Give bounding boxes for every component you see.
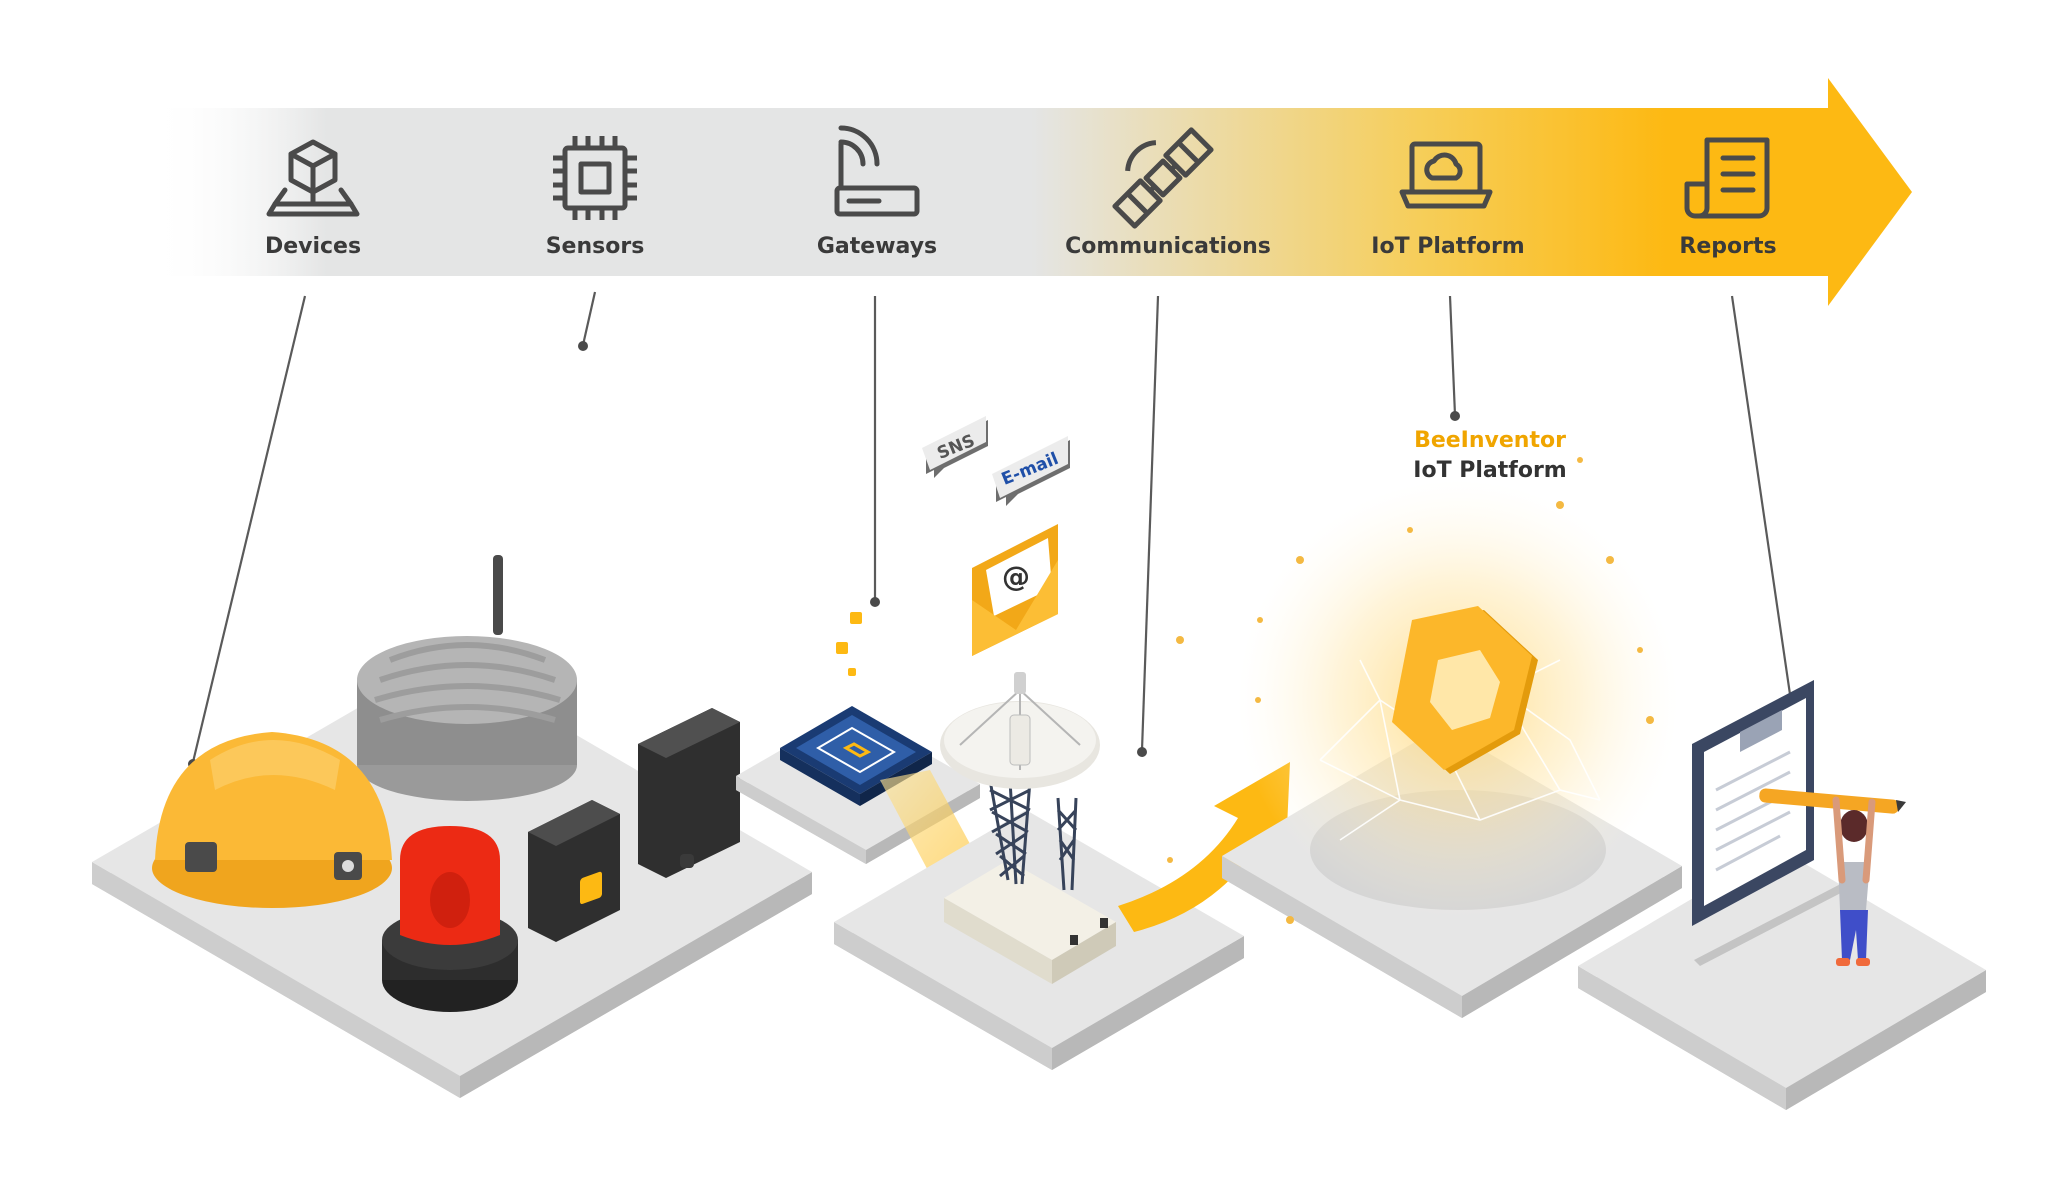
gateway-box	[357, 555, 577, 801]
platform-name-title: IoT Platform	[1413, 458, 1567, 483]
tag-device	[638, 708, 740, 878]
email-envelope	[972, 524, 1058, 656]
alarm-beacon	[382, 826, 518, 1012]
cube-stand-icon	[266, 139, 360, 217]
document-icon	[1684, 137, 1770, 219]
step-label-sensors: Sensors	[545, 234, 645, 259]
step-label-gateways: Gateways	[816, 234, 938, 259]
router-icon	[834, 125, 920, 217]
chip-icon	[553, 136, 637, 220]
beeinventor-hexagon-logo	[1392, 606, 1538, 774]
power-sensor	[528, 800, 620, 942]
connector-lines	[191, 291, 1795, 763]
step-label-reports: Reports	[1679, 234, 1777, 259]
flow-arrow	[150, 78, 1912, 306]
email-bubble	[992, 436, 1070, 506]
satellite-icon	[1112, 127, 1214, 229]
platform-brand-title: BeeInventor	[1414, 428, 1566, 453]
email-symbol: @	[1002, 560, 1030, 593]
step-label-iot-platform: IoT Platform	[1371, 234, 1525, 259]
sns-bubble	[922, 416, 988, 478]
step-label-communications: Communications	[1065, 234, 1271, 259]
woman-with-pencil	[1759, 788, 1906, 966]
tower-building	[944, 860, 1116, 984]
lattice-tower	[988, 779, 1078, 891]
data-cubes	[836, 612, 862, 676]
hard-hat	[152, 732, 392, 908]
step-label-devices: Devices	[264, 234, 362, 259]
reports-platform	[1578, 848, 1986, 1110]
satellite-dish	[940, 672, 1100, 789]
clipboard	[1692, 680, 1814, 926]
particle-dots	[1167, 457, 1654, 924]
upload-arrow	[1118, 762, 1290, 932]
laptop-cloud-icon	[1399, 141, 1493, 209]
